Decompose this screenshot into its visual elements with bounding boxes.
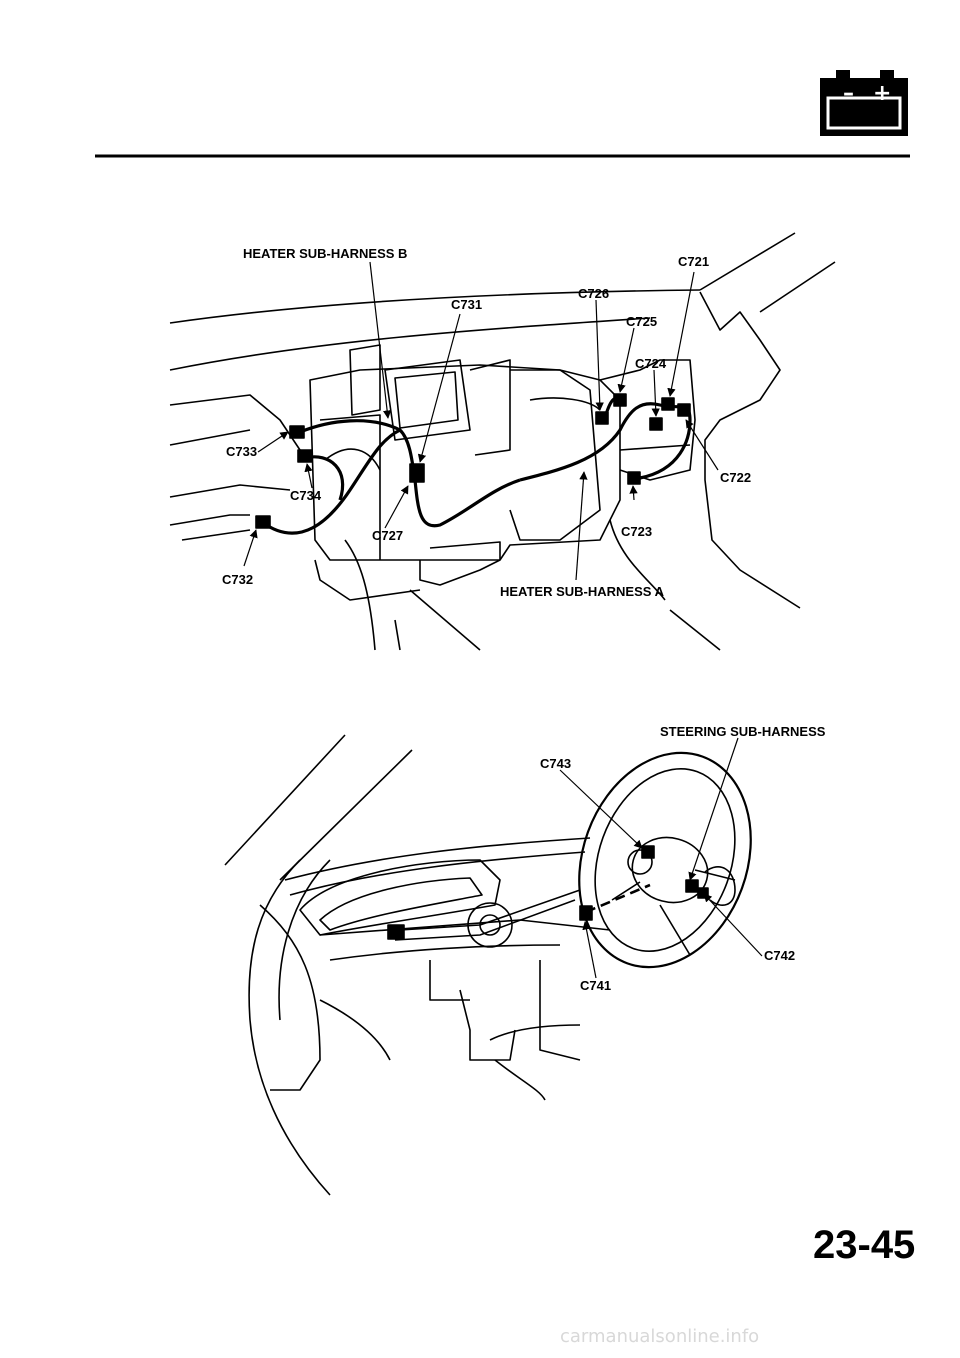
- battery-minus-symbol: –: [843, 81, 854, 106]
- connector-c732-label: C732: [222, 572, 253, 587]
- connector-c721-label: C721: [678, 254, 709, 269]
- battery-icon: – +: [820, 70, 908, 136]
- steering-sub-harness-label: STEERING SUB-HARNESS: [660, 724, 826, 739]
- connector-c727-label: C727: [372, 528, 403, 543]
- connector-c725-label: C725: [626, 314, 657, 329]
- steering-leader-lines: [559, 737, 763, 979]
- watermark-text: carmanualsonline.info: [560, 1326, 759, 1347]
- heater-dashboard-illustration: [169, 232, 836, 651]
- connector-c734-label: C734: [290, 488, 322, 503]
- connector-c741-label: C741: [580, 978, 611, 993]
- connector-c723-label: C723: [621, 524, 652, 539]
- heater-leader-lines: [243, 261, 719, 581]
- connector-c726-label: C726: [578, 286, 609, 301]
- connector-c724-label: C724: [635, 356, 667, 371]
- heater-sub-harness-a-label: HEATER SUB-HARNESS A: [500, 584, 665, 599]
- connector-c743-label: C743: [540, 756, 571, 771]
- page-number: 23-45: [813, 1223, 915, 1267]
- steering-dashboard-illustration: [224, 734, 752, 1196]
- heater-sub-harness-b-label: HEATER SUB-HARNESS B: [243, 246, 407, 261]
- connector-c722-label: C722: [720, 470, 751, 485]
- connector-c742-label: C742: [764, 948, 795, 963]
- connector-c731-label: C731: [451, 297, 482, 312]
- battery-plus-symbol: +: [873, 81, 891, 106]
- connector-c733-label: C733: [226, 444, 257, 459]
